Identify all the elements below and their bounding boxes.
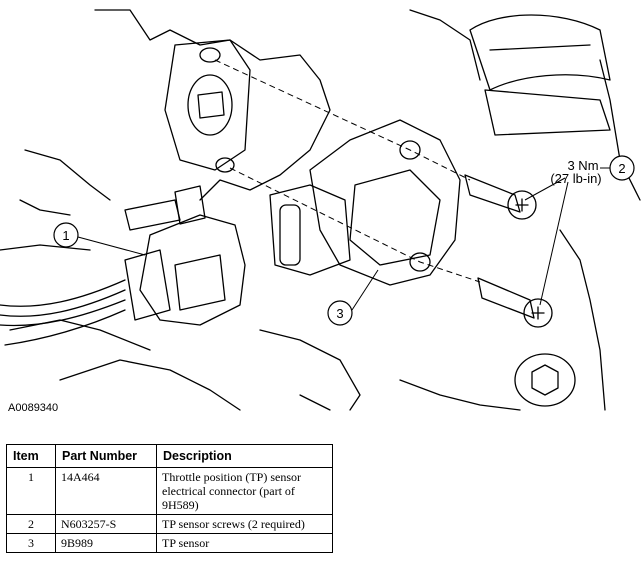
row-item: 3 (6, 533, 56, 553)
callout-circle-1 (53, 222, 79, 248)
alignment-line-lower (229, 167, 481, 283)
callout-3: 3 (336, 306, 343, 321)
figure-id: A0089340 (8, 402, 59, 414)
callout-circle-2 (609, 155, 635, 181)
row-part-number: 14A464 (55, 467, 157, 515)
header-description: Description (156, 444, 333, 468)
parts-table: Item Part Number Description 1 14A464 Th… (6, 444, 333, 553)
table-row: 1 14A464 Throttle position (TP) sensor e… (6, 467, 333, 515)
callout-2: 2 (618, 161, 625, 176)
torque-metric: 3 Nm (567, 158, 598, 173)
engine-casting-outline (94, 9, 331, 201)
row-item: 1 (6, 467, 56, 515)
tp-sensor-body (309, 119, 461, 286)
electrical-connector (139, 214, 246, 326)
row-part-number: 9B989 (55, 533, 157, 553)
hex-bolt (514, 353, 576, 407)
leader-line-2b (539, 181, 569, 306)
row-part-number: N603257-S (55, 514, 157, 534)
header-item: Item (6, 444, 56, 468)
row-description: Throttle position (TP) sensor electrical… (156, 467, 333, 515)
mounting-flange (164, 39, 251, 171)
table-header-row: Item Part Number Description (6, 444, 333, 468)
callout-1: 1 (62, 228, 69, 243)
header-part-number: Part Number (55, 444, 157, 468)
leader-line-1 (77, 236, 146, 256)
row-description: TP sensor screws (2 required) (156, 514, 333, 534)
alignment-line-upper (214, 59, 471, 181)
stud-bolt (124, 199, 181, 231)
torque-imperial: (27 lb-in) (550, 171, 601, 186)
row-item: 2 (6, 514, 56, 534)
tp-sensor-screw-lower (477, 277, 535, 319)
leader-line-3 (351, 269, 379, 311)
leader-line-2a (524, 177, 566, 201)
table-row: 2 N603257-S TP sensor screws (2 required… (6, 514, 333, 534)
coolant-pipe (469, 14, 611, 91)
row-description: TP sensor (156, 533, 333, 553)
table-row: 3 9B989 TP sensor (6, 533, 333, 553)
tp-sensor-screw-upper (464, 174, 521, 213)
throttle-body-illustration: 1 2 3 3 Nm (27 lb-in) (0, 9, 641, 411)
callout-circle-3 (327, 300, 353, 326)
